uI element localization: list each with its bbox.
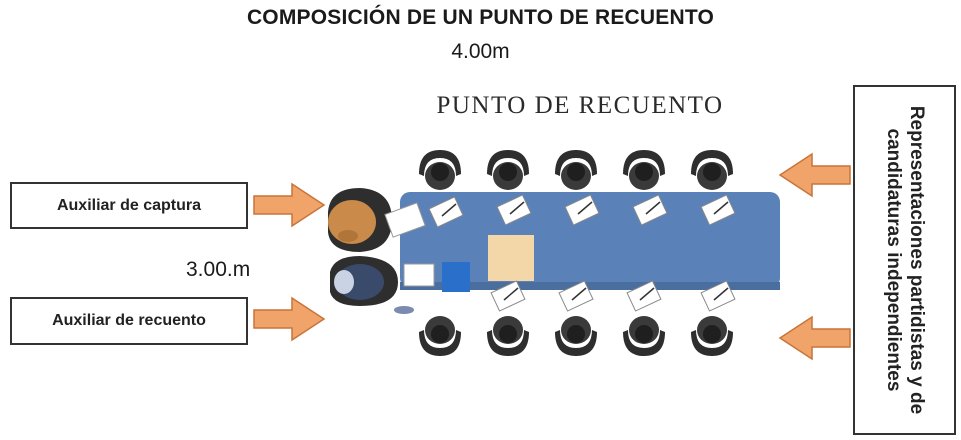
table-shadow — [400, 282, 780, 290]
chair-bottom-1 — [419, 316, 461, 356]
auxiliar-recuento-label: Auxiliar de recuento — [52, 312, 206, 329]
tan-box — [488, 235, 534, 281]
chair-top-2 — [487, 150, 529, 190]
recuento-person-icon — [330, 256, 435, 314]
chair-bottom-5 — [691, 316, 733, 356]
top-chairs — [419, 150, 733, 190]
chair-bottom-3 — [555, 316, 597, 356]
chair-top-1 — [419, 150, 461, 190]
reps-top-arrow-icon — [779, 153, 851, 197]
blue-box — [442, 262, 470, 292]
auxiliar-recuento-box: Auxiliar de recuento — [10, 297, 248, 345]
recuento-arrow-icon — [253, 297, 325, 341]
captura-person-icon — [328, 188, 426, 252]
height-dimension: 3.00.m — [186, 258, 251, 281]
bottom-chairs — [419, 316, 733, 356]
chair-top-3 — [555, 150, 597, 190]
width-dimension: 4.00m — [451, 40, 510, 63]
chair-bottom-2 — [487, 316, 529, 356]
auxiliar-captura-label: Auxiliar de captura — [56, 196, 202, 214]
reps-bottom-arrow-icon — [779, 316, 851, 360]
chair-top-5 — [691, 150, 733, 190]
chair-top-4 — [623, 150, 665, 190]
auxiliar-captura-box: Auxiliar de captura — [10, 182, 248, 229]
representaciones-box: Representaciones partidistas y de candid… — [853, 85, 956, 435]
chair-bottom-4 — [623, 316, 665, 356]
captura-arrow-icon — [253, 183, 325, 227]
counting-point-label: PUNTO DE RECUENTO — [436, 92, 724, 119]
diagram-title: COMPOSICIÓN DE UN PUNTO DE RECUENTO — [246, 6, 715, 29]
